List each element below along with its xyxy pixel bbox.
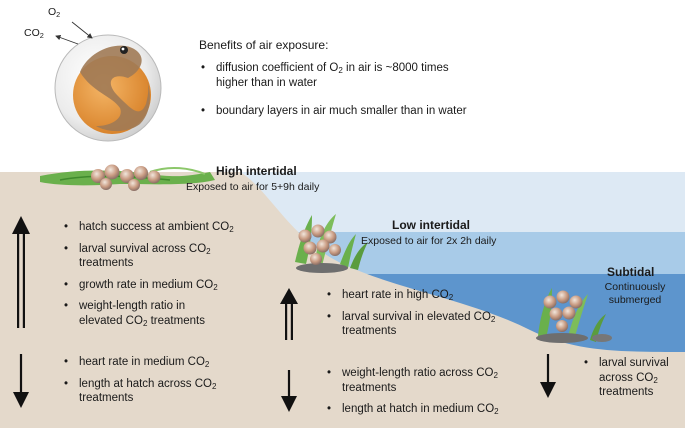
effect-item: larval survival in elevated CO2treatment… <box>327 310 495 339</box>
down-arrow-icon-high <box>13 354 29 408</box>
effect-item: heart rate in medium CO2 <box>64 355 209 370</box>
o2-arrow <box>71 21 93 39</box>
co2-label: CO2 <box>24 27 44 40</box>
benefits-title: Benefits of air exposure: <box>199 38 329 52</box>
effect-item: growth rate in medium CO2 <box>64 278 218 293</box>
effect-item: hatch success at ambient CO2 <box>64 220 234 235</box>
embryo-eye <box>120 46 128 54</box>
down-arrow-icon-sub <box>540 354 556 398</box>
down-arrow-icon-low <box>281 370 297 412</box>
sub-egg-cluster <box>536 288 612 343</box>
co2-arrow <box>55 35 79 45</box>
up-arrow-icon-high <box>12 216 30 328</box>
sub-zone-title: Subtidal <box>607 265 655 279</box>
low-egg-cluster <box>295 214 368 273</box>
high-zone-title: High intertidal <box>216 164 297 178</box>
effect-item: heart rate in high CO2 <box>327 288 453 303</box>
low-zone-title: Low intertidal <box>392 218 470 232</box>
egg-illustration <box>54 34 162 142</box>
effect-item: length at hatch in medium CO2 <box>327 402 499 417</box>
low-zone-subtitle: Exposed to air for 2x 2h daily <box>361 235 497 247</box>
benefit-item-1: diffusion coefficient of O2 in air is ~8… <box>201 61 449 90</box>
embryo <box>80 45 150 132</box>
o2-label: O2 <box>48 6 61 19</box>
up-arrow-icon-low <box>280 288 298 340</box>
high-zone-subtitle: Exposed to air for 5+9h daily <box>186 181 320 193</box>
benefit-item-2: boundary layers in air much smaller than… <box>201 104 467 119</box>
high-egg-cluster <box>40 164 215 191</box>
